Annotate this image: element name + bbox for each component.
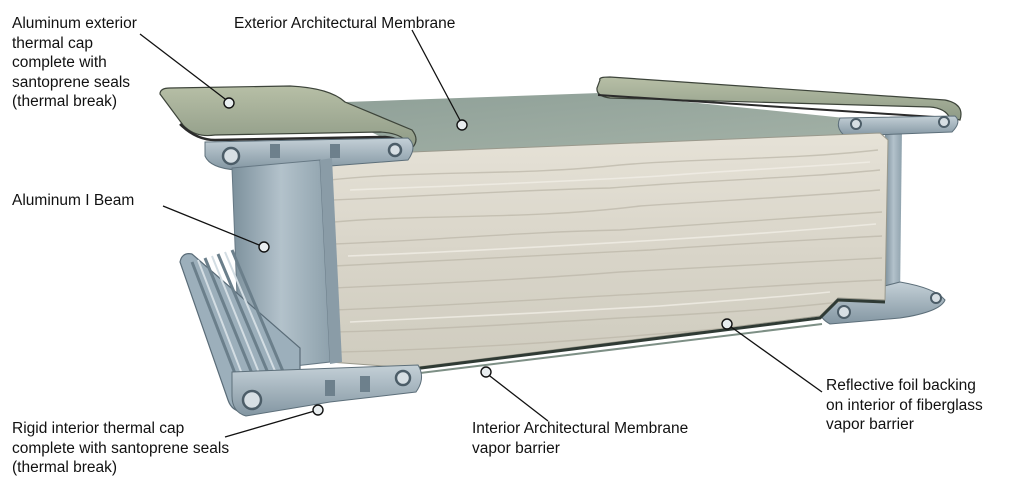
callout-dot-i-beam — [258, 241, 270, 253]
callout-dot-thermal-cap-exterior — [223, 97, 235, 109]
fiberglass-insulation-core — [319, 132, 889, 369]
interior-membrane-edge — [404, 298, 886, 372]
callout-dot-thermal-cap-interior — [312, 404, 324, 416]
leader-lines — [139, 29, 823, 438]
callout-dot-reflective-foil — [721, 318, 733, 330]
callout-exterior-membrane: Exterior Architectural Membrane — [234, 15, 456, 32]
callout-dot-interior-membrane — [480, 366, 492, 378]
callout-thermal-cap-interior: Rigid interior thermal cap complete with… — [12, 420, 230, 476]
insulation-texture — [329, 149, 883, 353]
callout-thermal-cap-exterior: Aluminum exterior thermal cap complete w… — [12, 15, 137, 110]
callout-interior-membrane: Interior Architectural Membrane vapor ba… — [472, 420, 689, 457]
right-i-beam-web — [885, 126, 902, 302]
exterior-membrane-surface — [330, 93, 880, 152]
callout-reflective-foil: Reflective foil backing on interior of f… — [826, 377, 983, 433]
callout-dot-exterior-membrane — [456, 119, 468, 131]
right-top-flange — [837, 115, 959, 137]
callout-i-beam: Aluminum I Beam — [12, 192, 135, 209]
